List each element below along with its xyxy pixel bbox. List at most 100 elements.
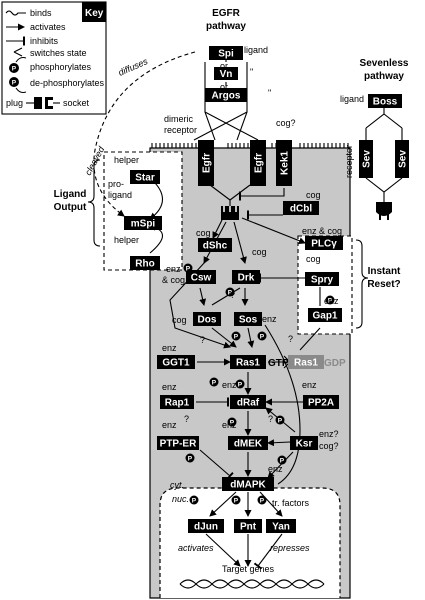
label-dimeric: dimeric [164,114,194,124]
node-kek1: Kek1 [276,140,292,186]
phospho-icon: P [231,331,241,341]
node-label-sos: Sos [239,315,258,326]
label-q2: ? [230,290,235,300]
node-egfr2: Egfr [250,140,266,186]
sevenless-pathway-title-2: pathway [364,71,404,82]
label-nuc: nuc. [172,494,189,504]
node-box [222,477,274,491]
node-csw: Csw [186,270,216,284]
node-box [193,312,221,326]
node-box [209,46,243,60]
node-label-rho: Rho [135,259,154,270]
label-proligand-1: pro- [108,179,124,189]
label-enz-pp2a: enz [302,380,317,390]
svg-text:P: P [188,455,193,462]
node-box [395,140,409,178]
node-box [186,270,216,284]
node-label-kek1: Kek1 [280,151,291,175]
node-label-plcg: PLCγ [311,239,337,250]
node-label-csw: Csw [191,273,212,284]
node-box [276,140,292,186]
label-diffuses: diffuses [117,56,150,78]
label-cog-drk: cog [252,247,267,257]
socket-icon [45,97,53,109]
node-label-egfr2: Egfr [254,153,265,173]
node-label-sev2: Sev [398,150,409,168]
label-cog-dcbl: cog [306,190,321,200]
node-box [130,256,160,270]
svg-text:P: P [234,333,239,340]
node-box [266,519,296,533]
label-cog-kek: cog? [276,118,296,128]
key-title: Key [85,8,104,19]
label-q4: ? [184,414,189,424]
node-box [288,355,324,369]
node-box [232,270,260,284]
node-argos: Argos [205,88,247,102]
label-q3: ? [288,334,293,344]
key-p-icon: P [12,66,17,73]
instant-reset-title: Instant [368,266,401,277]
egfr-pathway-title: EGFR [212,8,241,19]
node-label-star: Star [135,173,155,184]
node-box [230,395,266,409]
node-label-dcbl: dCbl [290,204,312,215]
node-pp2a: PP2A [303,395,339,409]
svg-text:P: P [12,80,17,87]
phospho-icon: P [275,415,285,425]
node-rho: Rho [130,256,160,270]
node-box [205,88,247,102]
label-or2: or [220,82,228,92]
node-label-dmapk: dMAPK [230,480,266,491]
phospho-icon: P [225,287,235,297]
connections [93,51,403,570]
node-label-ptper: PTP-ER [160,439,197,450]
instant-reset-brace [355,239,369,329]
svg-text:P: P [280,457,285,464]
label-enz-csw: enz [166,264,181,274]
phospho-icon: P [257,331,267,341]
svg-text:P: P [260,497,265,504]
svg-text:P: P [328,297,333,304]
receptor-socket-icon [221,206,239,220]
node-gap1: Gap1 [308,308,342,322]
node-ras1: Ras1 [230,355,266,369]
phospho-icon: P [325,295,335,305]
node-box [157,355,195,369]
node-label-spry: Spry [311,275,334,286]
node-box [303,395,339,409]
node-box [130,170,160,184]
label-proligand-2: ligand [108,190,132,200]
node-box [230,355,266,369]
node-box [283,201,319,215]
node-box [188,519,224,533]
node-spi: Spi [209,46,243,60]
node-label-ras1-gdp: Ras1 [294,358,318,369]
svg-text:P: P [228,289,233,296]
label-activates: activates [178,543,214,553]
node-label-mspi: mSpi [131,219,156,230]
sevenless-pathway-title: Sevenless [360,58,409,69]
node-draf: dRaf [230,395,266,409]
plug-icon [34,97,42,109]
node-label-sev1: Sev [362,150,373,168]
svg-text:P: P [238,381,243,388]
node-box [290,436,318,450]
node-label-spi: Spi [218,49,234,60]
svg-text:P: P [230,419,235,426]
ligand-output-box [103,151,183,271]
label-cog-ksr: cog? [319,441,339,451]
node-boss: Boss [368,94,402,108]
node-ksr: Ksr [290,436,318,450]
instant-reset-title-2: Reset? [367,279,400,290]
phospho-icon: P [185,453,195,463]
label-enz-dmek: enz [222,420,237,430]
node-dmek: dMEK [228,436,268,450]
key-plug-label: plug [6,98,23,108]
node-pnt: Pnt [234,519,262,533]
node-label-draf: dRaf [237,398,260,409]
label-enz-raf: enz [222,380,237,390]
label-tr-factors: tr. factors [272,498,310,508]
svg-text:P: P [234,497,239,504]
